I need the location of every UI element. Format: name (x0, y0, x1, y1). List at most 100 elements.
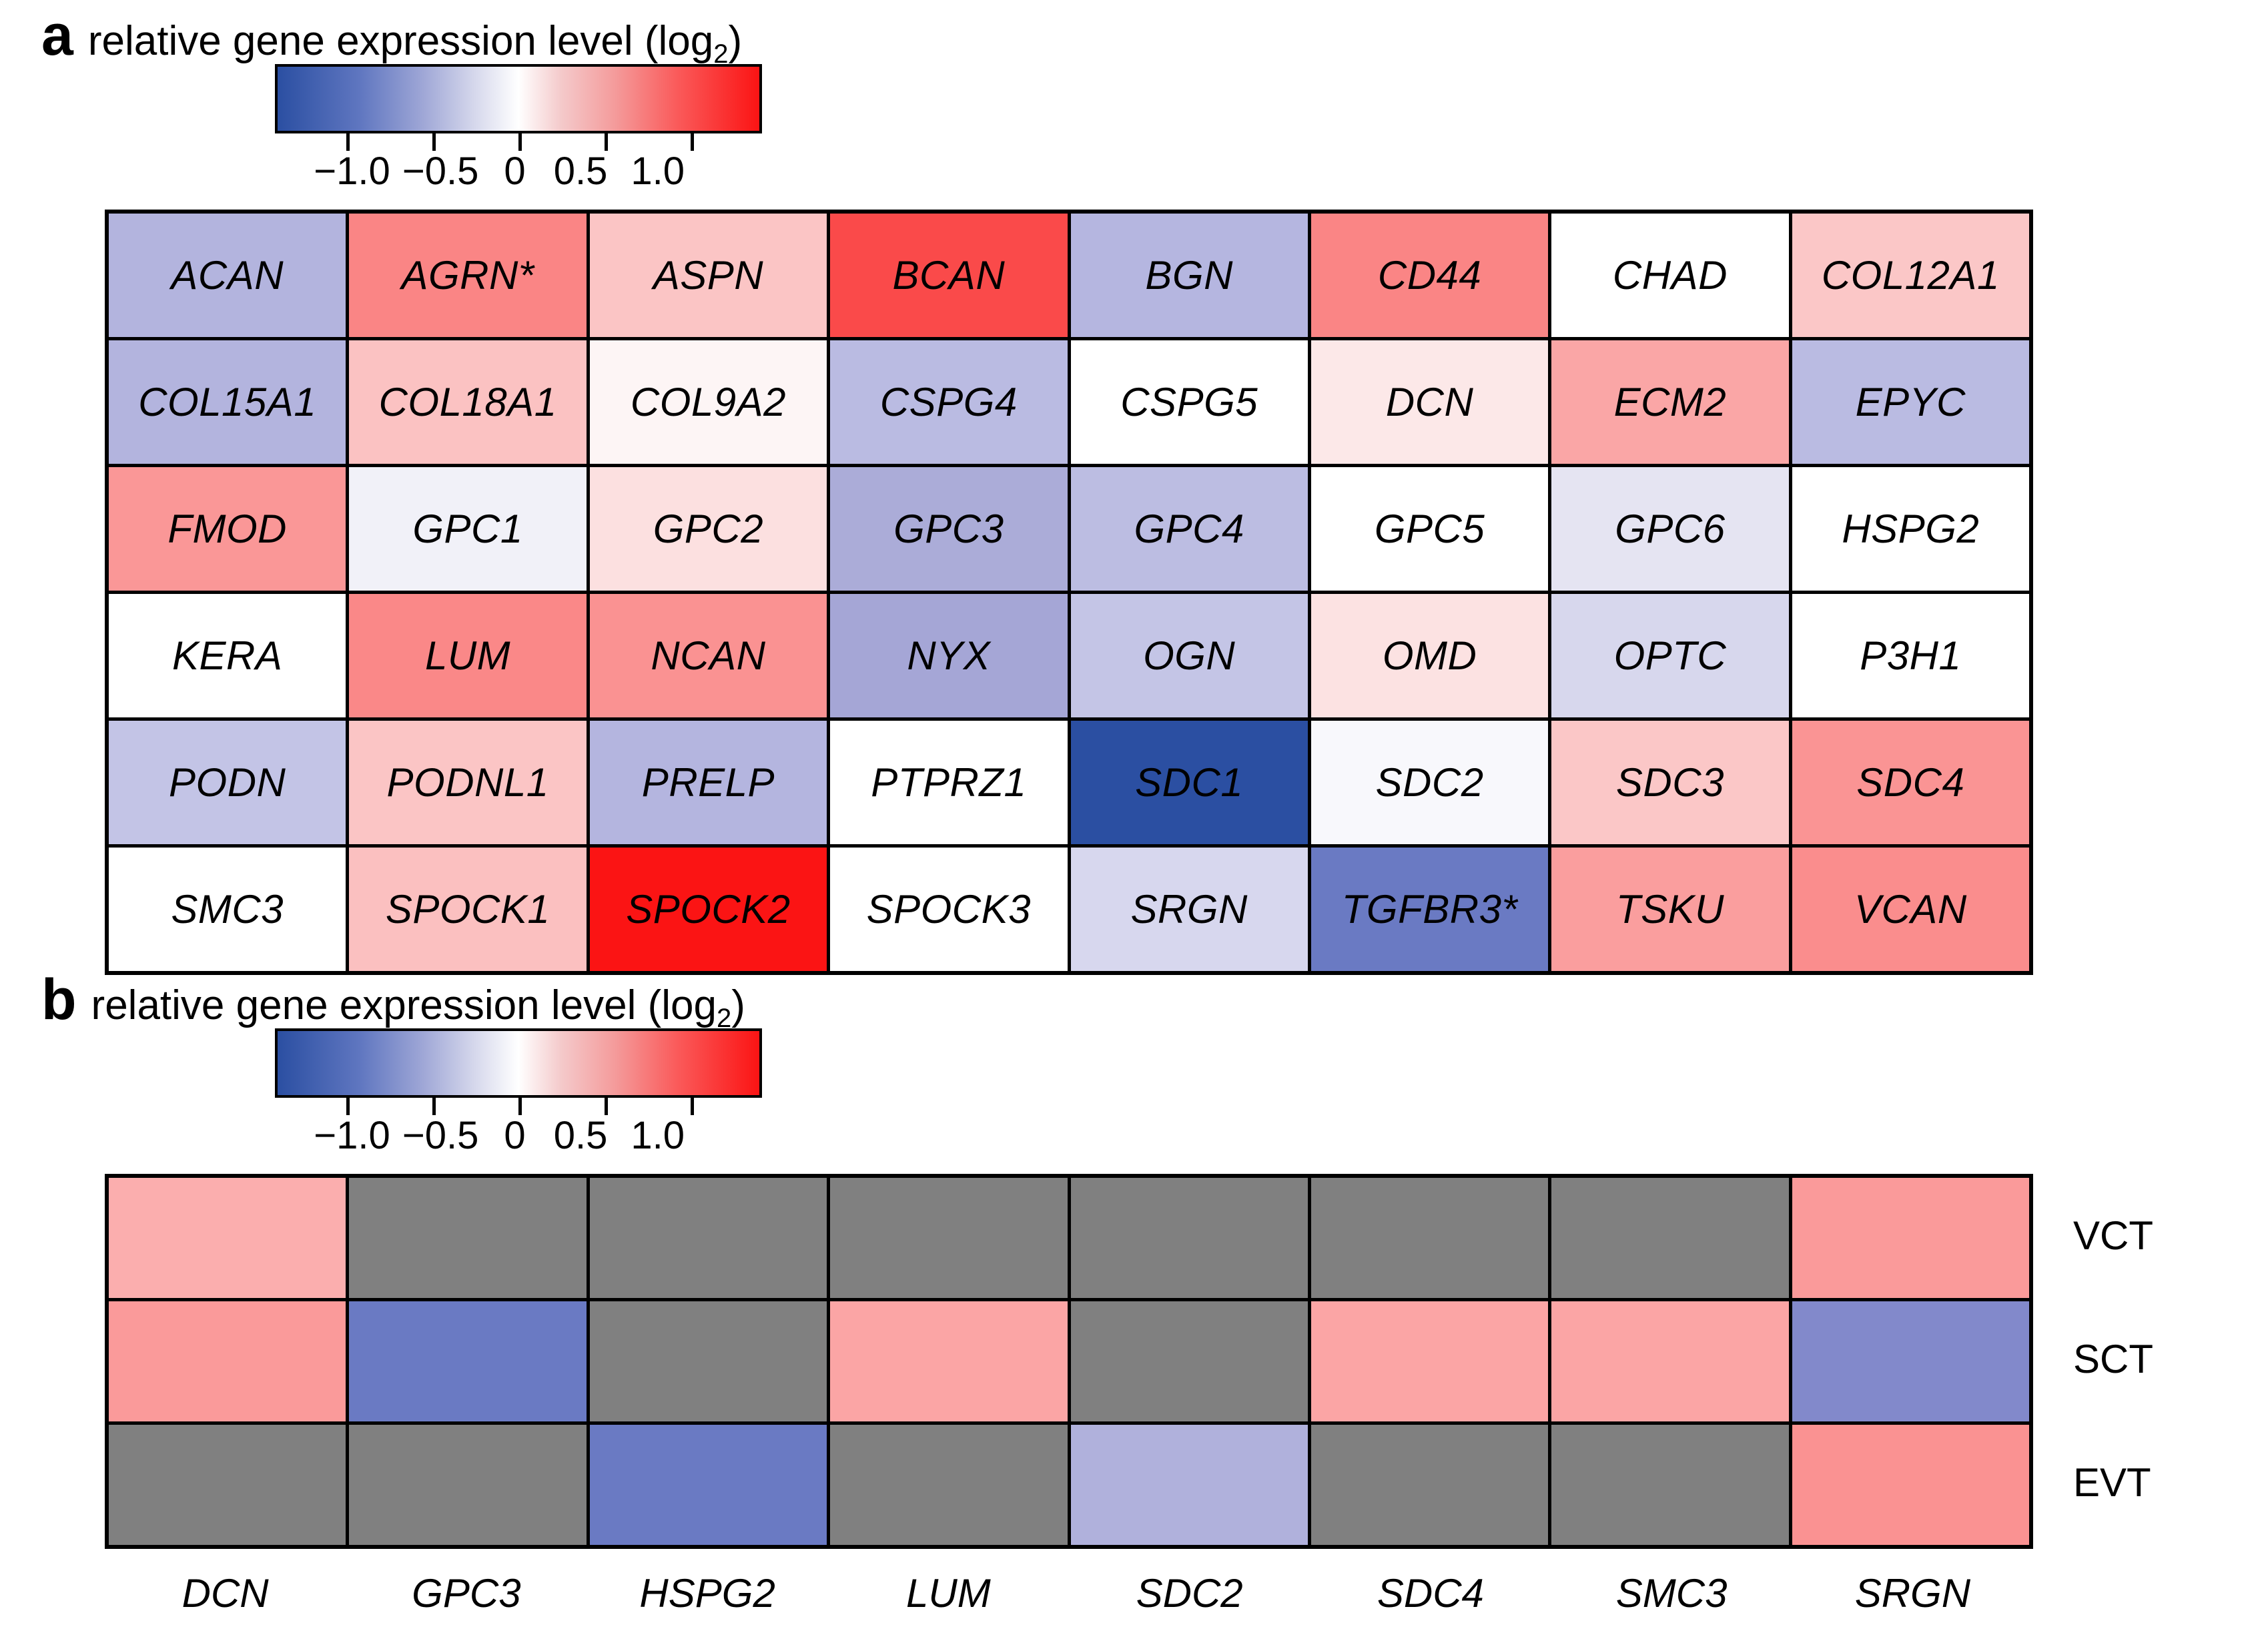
heatmap-cell (349, 1178, 587, 1298)
heatmap-cell: GPC1 (349, 467, 587, 591)
heatmap-cell: EPYC (1792, 340, 2029, 464)
panel-a: a relative gene expression level (log2) … (41, 7, 2237, 975)
panel-a-title: relative gene expression level (log2) (88, 18, 743, 68)
heatmap-column-label: HSPG2 (639, 1571, 775, 1616)
panel-a-title-subscript: 2 (713, 39, 729, 69)
heatmap-cell (1070, 1425, 1308, 1545)
heatmap-cell (1551, 1425, 1789, 1545)
heatmap-cell (109, 1301, 346, 1421)
heatmap-cell: PTPRZ1 (830, 721, 1068, 844)
heatmap-cell: NCAN (589, 594, 827, 717)
heatmap-cell: COL9A2 (589, 340, 827, 464)
heatmap-cell: TSKU (1551, 848, 1789, 971)
panel-a-title-close: ) (728, 18, 743, 64)
panel-b-title-text: relative gene expression level (log (91, 982, 717, 1028)
heatmap-cell: OGN (1070, 594, 1308, 717)
heatmap-cell (1310, 1425, 1549, 1545)
colorbar-tick (518, 133, 522, 151)
panel-b-colorbar-labels: −1.0 −0.5 0 0.5 1.0 (248, 1116, 815, 1161)
heatmap-cell: ECM2 (1551, 340, 1789, 464)
heatmap-cell: COL18A1 (349, 340, 587, 464)
panel-b-colorbar-gradient (275, 1028, 762, 1098)
colorbar-tick-label: 0 (504, 1114, 526, 1157)
heatmap-cell: TGFBR3* (1310, 848, 1549, 971)
panel-b-letter: b (41, 968, 77, 1032)
colorbar-tick (518, 1098, 522, 1115)
heatmap-cell (1792, 1301, 2029, 1421)
panel-b-heatmap-grid (105, 1174, 2033, 1549)
heatmap-cell: BGN (1070, 214, 1308, 337)
heatmap-cell (589, 1301, 827, 1421)
panel-a-colorbar-ticks (275, 133, 762, 152)
heatmap-row-label: EVT (2073, 1460, 2151, 1505)
colorbar-tick-label: −1.0 (314, 149, 390, 193)
heatmap-cell: SDC4 (1792, 721, 2029, 844)
heatmap-column-label: DCN (181, 1571, 269, 1616)
colorbar-tick-label: 0 (504, 149, 526, 193)
colorbar-tick (605, 1098, 609, 1115)
heatmap-cell: AGRN* (349, 214, 587, 337)
heatmap-cell: PRELP (589, 721, 827, 844)
heatmap-cell: HSPG2 (1792, 467, 2029, 591)
colorbar-tick-label: 0.5 (553, 1114, 608, 1157)
colorbar-tick (691, 1098, 695, 1115)
colorbar-tick (432, 1098, 436, 1115)
heatmap-cell: OMD (1310, 594, 1549, 717)
colorbar-tick-label: 1.0 (631, 149, 685, 193)
heatmap-cell (1551, 1301, 1789, 1421)
panel-b-header: b relative gene expression level (log2) (41, 968, 2237, 1032)
heatmap-cell: SDC3 (1551, 721, 1789, 844)
colorbar-tick-label: 1.0 (631, 1114, 685, 1157)
colorbar-tick (346, 133, 350, 151)
colorbar-tick (691, 133, 695, 151)
heatmap-cell: P3H1 (1792, 594, 2029, 717)
heatmap-cell: BCAN (830, 214, 1068, 337)
heatmap-column-label: LUM (906, 1571, 991, 1616)
heatmap-cell: GPC4 (1070, 467, 1308, 591)
heatmap-cell (589, 1178, 827, 1298)
heatmap-cell: PODNL1 (349, 721, 587, 844)
heatmap-cell: NYX (830, 594, 1068, 717)
heatmap-cell: ACAN (109, 214, 346, 337)
heatmap-cell: SDC2 (1310, 721, 1549, 844)
heatmap-cell: COL12A1 (1792, 214, 2029, 337)
heatmap-cell: COL15A1 (109, 340, 346, 464)
heatmap-cell (1551, 1178, 1789, 1298)
heatmap-cell: SPOCK3 (830, 848, 1068, 971)
heatmap-cell: CHAD (1551, 214, 1789, 337)
colorbar-tick-label: −1.0 (314, 1114, 390, 1157)
heatmap-cell: KERA (109, 594, 346, 717)
heatmap-cell (830, 1178, 1068, 1298)
heatmap-column-label: SMC3 (1615, 1571, 1728, 1616)
panel-b-title: relative gene expression level (log2) (91, 982, 745, 1032)
heatmap-cell: PODN (109, 721, 346, 844)
heatmap-cell: GPC5 (1310, 467, 1549, 591)
panel-b-title-subscript: 2 (716, 1004, 732, 1033)
heatmap-cell: ASPN (589, 214, 827, 337)
heatmap-column-label: SDC4 (1377, 1571, 1484, 1616)
colorbar-tick (346, 1098, 350, 1115)
heatmap-cell: SPOCK2 (589, 848, 827, 971)
panel-a-colorbar-labels: −1.0 −0.5 0 0.5 1.0 (248, 152, 815, 196)
panel-b-colorbar-wrap: −1.0 −0.5 0 0.5 1.0 (275, 1028, 762, 1161)
heatmap-cell: DCN (1310, 340, 1549, 464)
colorbar-tick (605, 133, 609, 151)
heatmap-cell: LUM (349, 594, 587, 717)
heatmap-cell (109, 1425, 346, 1545)
heatmap-cell: OPTC (1551, 594, 1789, 717)
heatmap-cell (1310, 1301, 1549, 1421)
heatmap-cell: CSPG4 (830, 340, 1068, 464)
heatmap-cell: VCAN (1792, 848, 2029, 971)
colorbar-tick-label: −0.5 (402, 1114, 479, 1157)
heatmap-cell (349, 1301, 587, 1421)
heatmap-cell (830, 1425, 1068, 1545)
heatmap-cell: GPC6 (1551, 467, 1789, 591)
heatmap-cell (109, 1178, 346, 1298)
heatmap-cell: CD44 (1310, 214, 1549, 337)
heatmap-column-label: SRGN (1854, 1571, 1971, 1616)
panel-a-letter: a (41, 3, 73, 67)
heatmap-row-label: VCT (2073, 1213, 2153, 1258)
